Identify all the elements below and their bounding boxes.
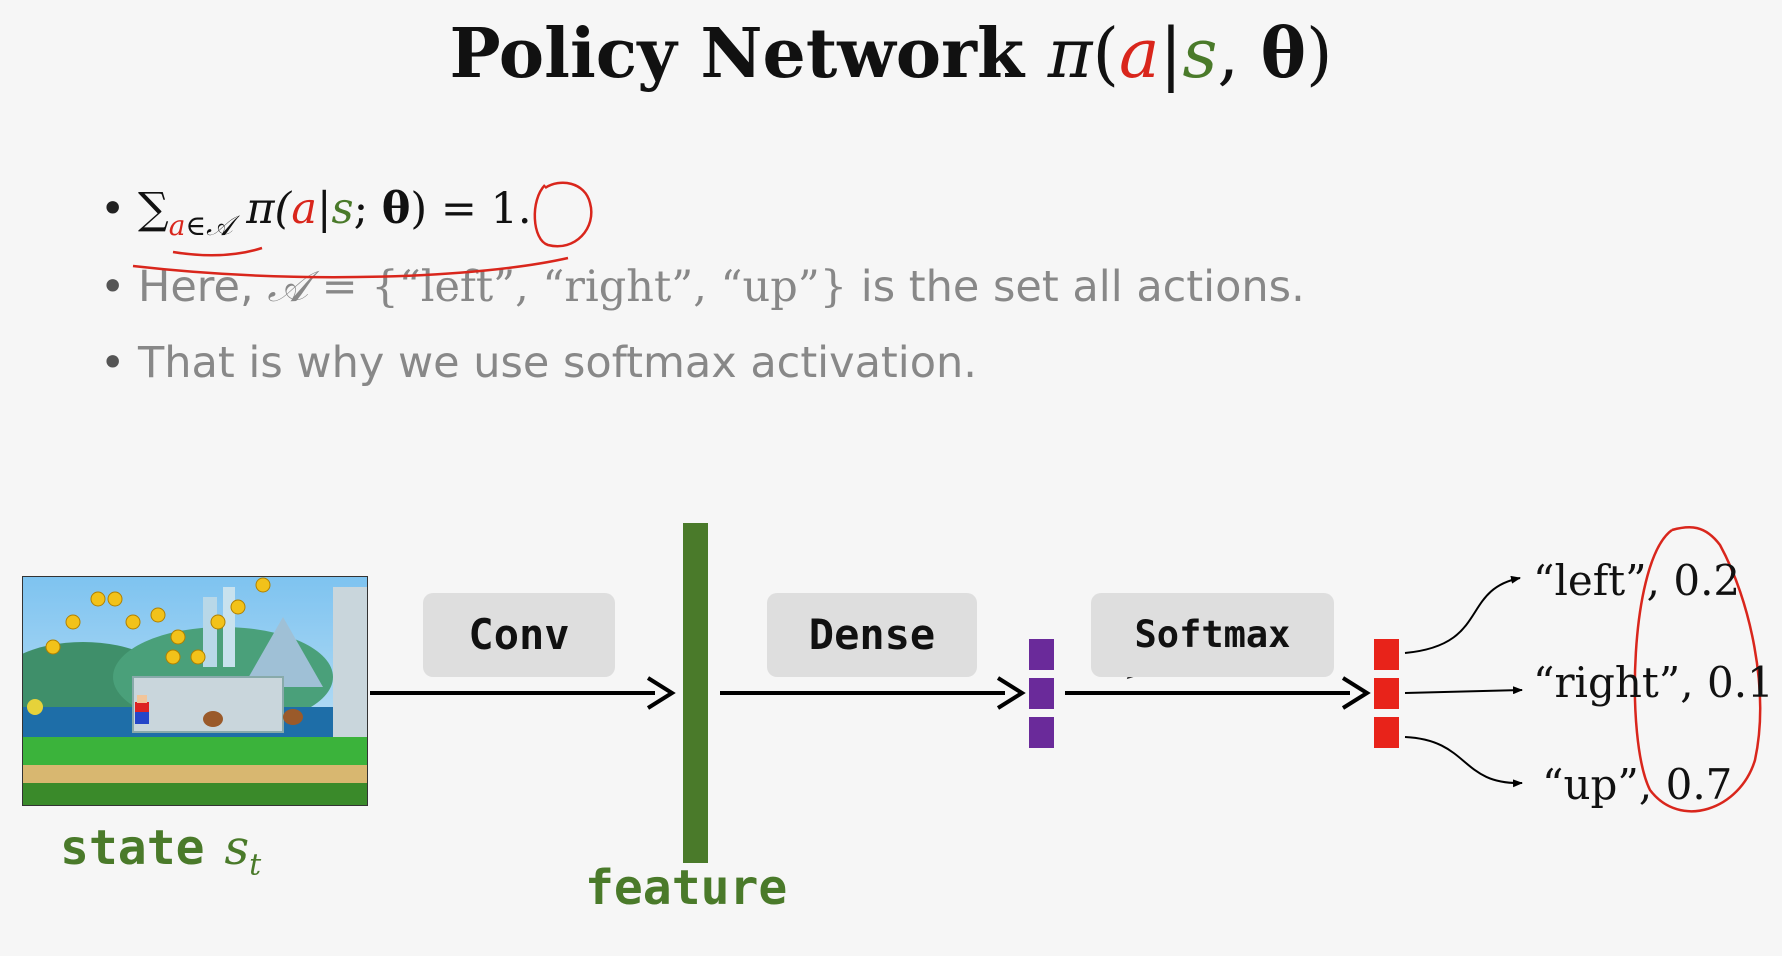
output-left-action: “left”, <box>1533 556 1674 605</box>
bullet-action-set: •Here, 𝒜 = {“left”, “right”, “up”} is th… <box>100 262 1305 312</box>
output-left-prob: 0.2 <box>1673 556 1741 605</box>
slide-title: Policy Network π(a|s, θ) <box>0 14 1782 94</box>
arrow-state-to-feature <box>370 676 676 710</box>
title-bar: | <box>1159 15 1183 94</box>
feature-label: feature <box>585 860 788 916</box>
action-set-values: = {“left”, “right”, “up”} <box>308 262 848 312</box>
sum-sub-a: a <box>168 209 186 242</box>
output-left: “left”, 0.2 <box>1533 556 1740 605</box>
bullet-sum-equation: •∑a∈𝒜 π(a|s; θ) = 1. <box>100 184 532 242</box>
softmax-reason-text: That is why we use softmax activation. <box>138 338 977 388</box>
bullet-dot: • <box>100 184 126 234</box>
action-set-desc: is the set all actions. <box>847 262 1305 312</box>
state-symbol: s <box>224 820 250 876</box>
dense-output-vector <box>1029 639 1054 748</box>
arrow-dense-to-softmax <box>1065 676 1371 710</box>
arrow-to-up <box>1404 736 1523 788</box>
title-a: a <box>1119 15 1160 94</box>
softmax-layer-box: Softmax <box>1091 593 1334 677</box>
output-right: “right”, 0.1 <box>1533 658 1774 707</box>
title-s: s <box>1182 15 1218 94</box>
title-pi: π <box>1047 15 1093 94</box>
eq-semicolon: ; <box>353 184 369 234</box>
eq-s: s <box>331 184 354 234</box>
game-state-image <box>22 576 368 806</box>
arrow-feature-to-dense <box>720 676 1026 710</box>
output-right-prob: 0.1 <box>1706 658 1774 707</box>
sum-symbol: ∑ <box>138 184 169 234</box>
title-close: ) <box>1305 15 1333 94</box>
conv-layer-box: Conv <box>423 593 615 677</box>
eq-a: a <box>291 184 317 234</box>
annotation-underline-sub <box>172 246 263 257</box>
annotation-oval-probs <box>1633 526 1762 813</box>
output-up: “up”, 0.7 <box>1542 760 1732 809</box>
bullet-dot: • <box>100 262 126 312</box>
feature-vector-bar <box>683 523 708 863</box>
action-set-symbol: 𝒜 <box>267 262 309 312</box>
softmax-output-vector <box>1374 639 1399 748</box>
arrow-to-left <box>1404 575 1521 654</box>
eq-bar: | <box>316 184 332 234</box>
output-right-action: “right”, <box>1533 658 1707 707</box>
title-open: ( <box>1092 15 1119 94</box>
state-word: state <box>60 820 205 876</box>
dense-layer-box: Dense <box>767 593 977 677</box>
eq-one: 1. <box>490 184 532 234</box>
eq-pi: π( <box>246 184 292 234</box>
annotation-circle-one <box>533 181 593 248</box>
sum-sub-set: ∈𝒜 <box>185 209 233 242</box>
output-up-action: “up”, <box>1542 760 1666 809</box>
annotation-underline-line <box>132 256 569 279</box>
eq-close: ) = <box>410 184 491 234</box>
eq-theta: θ <box>381 184 411 234</box>
bullet-softmax-reason: •That is why we use softmax activation. <box>100 338 977 388</box>
bullet-here: Here, <box>138 262 268 312</box>
state-subscript: t <box>249 847 262 883</box>
title-text: Policy Network <box>449 14 1025 94</box>
bullet-dot: • <box>100 338 126 388</box>
title-comma: , <box>1217 15 1239 94</box>
arrow-to-right <box>1404 686 1523 695</box>
title-theta: θ <box>1260 14 1306 94</box>
output-up-prob: 0.7 <box>1665 760 1733 809</box>
annotations <box>132 181 1762 813</box>
